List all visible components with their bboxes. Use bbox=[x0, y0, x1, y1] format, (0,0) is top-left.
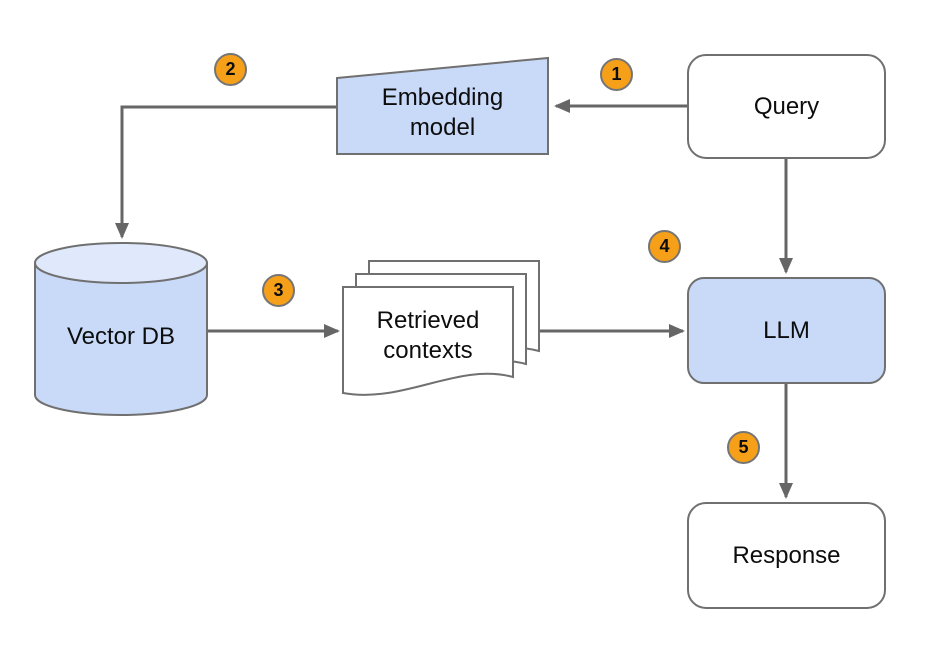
edge-embedding-to-vectordb bbox=[115, 105, 337, 239]
step-badge-1: 1 bbox=[600, 58, 633, 91]
retrieved-contexts-label: Retrieved contexts bbox=[376, 307, 480, 364]
document-shape-front bbox=[342, 286, 514, 396]
vector-db-cylinder-body bbox=[34, 262, 208, 416]
retrieved-contexts-node bbox=[342, 260, 540, 396]
vector-db-cylinder-top bbox=[34, 242, 208, 284]
llm-label: LLM bbox=[763, 316, 810, 344]
vector-db-label: Vector DB bbox=[66, 323, 176, 350]
embedding-model-node bbox=[336, 56, 549, 155]
vector-db-node bbox=[34, 242, 208, 416]
step-badge-5: 5 bbox=[727, 431, 760, 464]
query-node bbox=[687, 54, 886, 159]
embedding-model-label: Embedding model bbox=[381, 84, 504, 141]
llm-node bbox=[687, 277, 886, 384]
step-badge-2: 2 bbox=[214, 53, 247, 86]
step-badge-3: 3 bbox=[262, 274, 295, 307]
query-label: Query bbox=[753, 92, 820, 120]
step-badge-4: 4 bbox=[648, 230, 681, 263]
response-label: Response bbox=[732, 541, 841, 569]
response-node bbox=[687, 502, 886, 609]
